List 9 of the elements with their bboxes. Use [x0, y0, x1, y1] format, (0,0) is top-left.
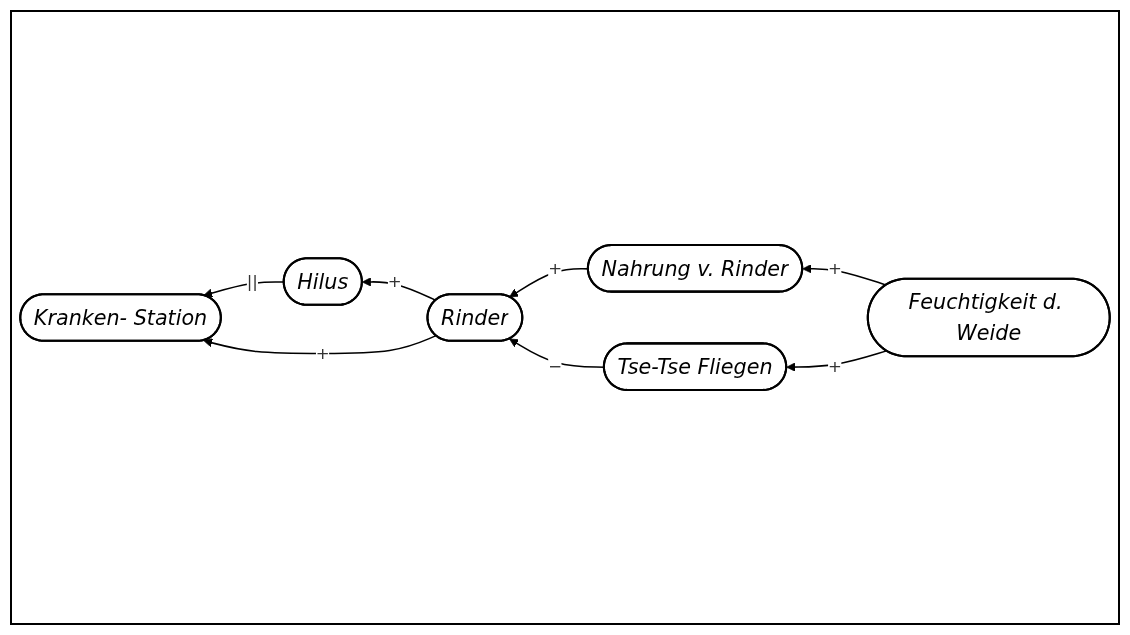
edge-label: +: [828, 356, 842, 376]
arrow: [203, 334, 437, 355]
edge-label: +: [387, 271, 402, 291]
edge-label: +: [548, 257, 563, 278]
arrow: [361, 277, 437, 302]
edge-label: −: [548, 356, 563, 376]
edge-label: +: [315, 343, 330, 363]
edge-label: ||: [246, 271, 258, 291]
edge-label: +: [828, 257, 842, 278]
